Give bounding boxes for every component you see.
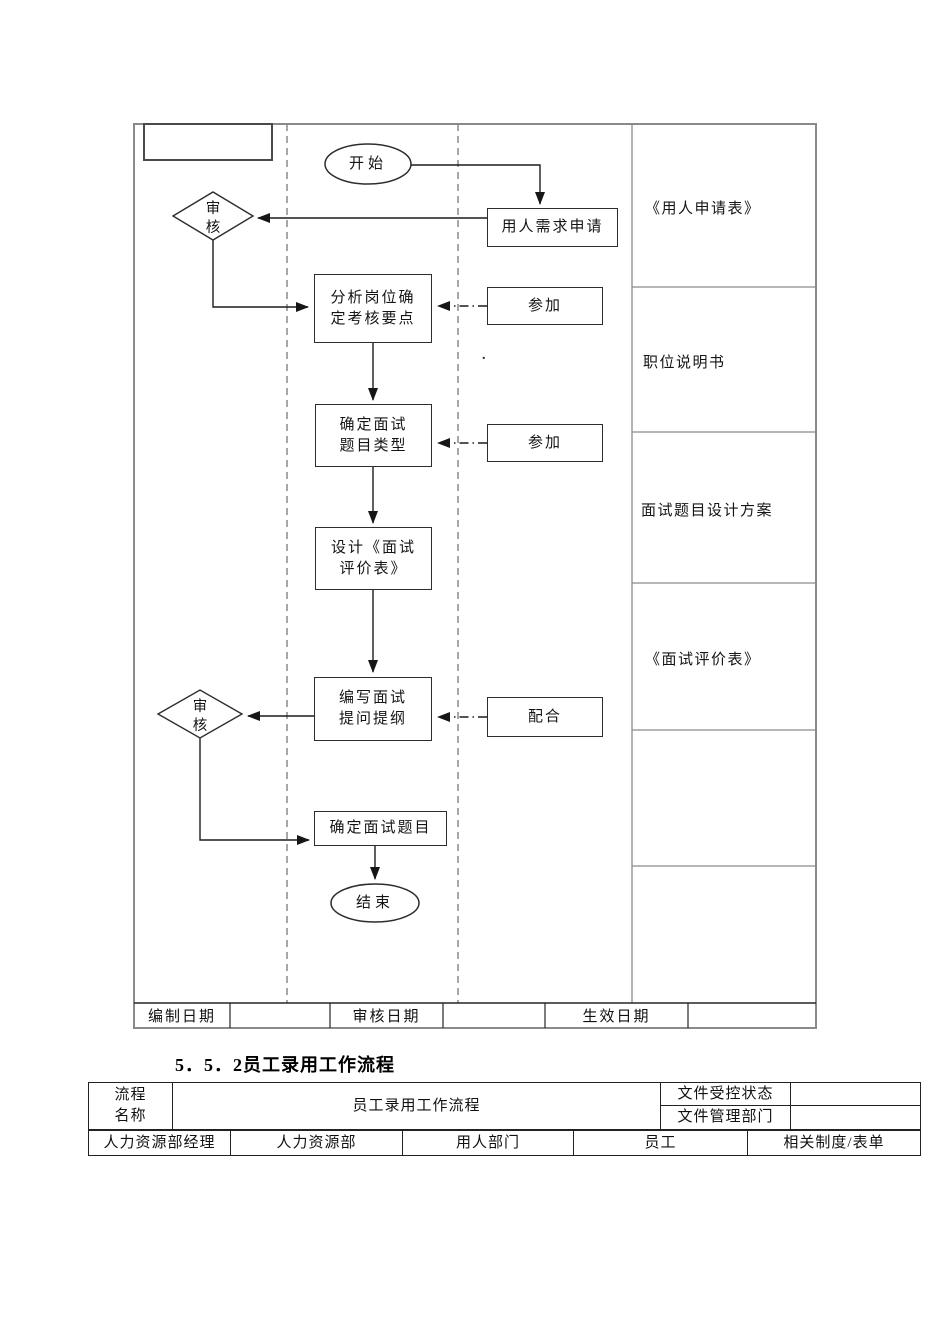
- made-date-value: [230, 1004, 330, 1027]
- flow-connectors: [199, 164, 545, 880]
- flow-node-cooperate: 配合: [487, 697, 603, 737]
- role-related-forms-text: 相关制度/表单: [783, 1134, 885, 1151]
- process-title-text: 员工录用工作流程: [352, 1097, 481, 1114]
- flow-node-outline: 编写面试 提问提纲: [314, 677, 432, 741]
- cooperate-text: 配合: [527, 708, 562, 725]
- request-text: 用人需求申请: [501, 219, 604, 235]
- review2-diamond: [156, 689, 244, 739]
- start-text: 开始: [348, 155, 387, 172]
- info-table-thick-separator: [88, 1129, 921, 1131]
- review1-line1: 审: [205, 201, 221, 217]
- flow-node-participate1: 参加: [487, 287, 603, 325]
- outline-line2: 提问提纲: [338, 711, 407, 727]
- file-controlled-status-text: 文件受控状态: [677, 1085, 774, 1102]
- review-date-value: [443, 1004, 545, 1027]
- stray-period-mark: .: [482, 348, 486, 363]
- flowchart-outer-border: [133, 123, 817, 1029]
- flow-node-request: 用人需求申请: [487, 208, 618, 247]
- flow-node-analyze: 分析岗位确 定考核要点: [314, 274, 432, 343]
- end-ellipse: [330, 883, 420, 923]
- design-line2: 评价表》: [339, 560, 408, 577]
- process-name-line1: 流程: [114, 1087, 147, 1103]
- flow-node-end-label: 结束: [331, 893, 419, 913]
- participate1-text: 参加: [527, 297, 562, 314]
- effective-date-label: 生效日期: [582, 1009, 651, 1025]
- analyze-line1: 分析岗位确: [330, 289, 416, 306]
- made-date-label: 编制日期: [147, 1009, 216, 1025]
- end-text: 结束: [355, 894, 394, 911]
- process-name-line2: 名称: [114, 1108, 147, 1124]
- flow-node-question-type: 确定面试 题目类型: [315, 404, 432, 467]
- connector-start-to-request: [411, 164, 545, 205]
- connector-review1-to-analyze: [212, 240, 309, 312]
- section-heading: 5．5．2员工录用工作流程: [175, 1055, 395, 1075]
- effective-date-value: [688, 1004, 816, 1027]
- doc-cell-evaluation-form: 《面试评价表》: [645, 652, 761, 668]
- design-line1: 设计《面试: [330, 539, 416, 556]
- participate2-text: 参加: [527, 434, 562, 451]
- qtype-line1: 确定面试: [339, 416, 408, 433]
- qtype-line2: 题目类型: [339, 437, 408, 454]
- info-table-outer-border: [88, 1082, 921, 1156]
- confirm-text: 确定面试题目: [329, 820, 432, 836]
- review2-line1: 审: [192, 699, 208, 715]
- flow-node-participate2: 参加: [487, 424, 603, 462]
- role-employee-text: 员工: [644, 1134, 677, 1151]
- flowchart-canvas: [133, 123, 817, 1029]
- flow-node-start-label: 开始: [325, 145, 411, 183]
- flow-node-review2-label: 审 核: [180, 696, 220, 738]
- role-hr-dept-text: 人力资源部: [276, 1134, 357, 1151]
- title-placeholder-box: [143, 123, 273, 161]
- doc-cell-application-form: 《用人申请表》: [645, 201, 761, 217]
- review-date-label: 审核日期: [352, 1009, 421, 1025]
- review2-line2: 核: [192, 718, 208, 734]
- review1-line2: 核: [205, 220, 221, 236]
- outline-line1: 编写面试: [338, 690, 407, 706]
- review1-diamond: [171, 191, 255, 241]
- doc-cell-question-design-plan: 面试题目设计方案: [641, 503, 774, 519]
- doc-cell-job-description: 职位说明书: [643, 355, 726, 371]
- connector-review2-to-confirm: [199, 738, 310, 845]
- analyze-line2: 定考核要点: [330, 310, 416, 327]
- flow-node-review1-label: 审 核: [193, 198, 233, 240]
- start-ellipse: [324, 143, 412, 185]
- process-info-table: 流程 名称 员工录用工作流程 文件受控状态 文件管理部门 人力资源部经理 人力资…: [88, 1082, 921, 1156]
- file-managing-dept-text: 文件管理部门: [677, 1109, 774, 1125]
- flow-node-confirm: 确定面试题目: [314, 811, 447, 846]
- flow-node-design: 设计《面试 评价表》: [315, 527, 432, 590]
- role-hr-manager-text: 人力资源部经理: [103, 1134, 216, 1151]
- role-employing-dept-text: 用人部门: [455, 1134, 520, 1151]
